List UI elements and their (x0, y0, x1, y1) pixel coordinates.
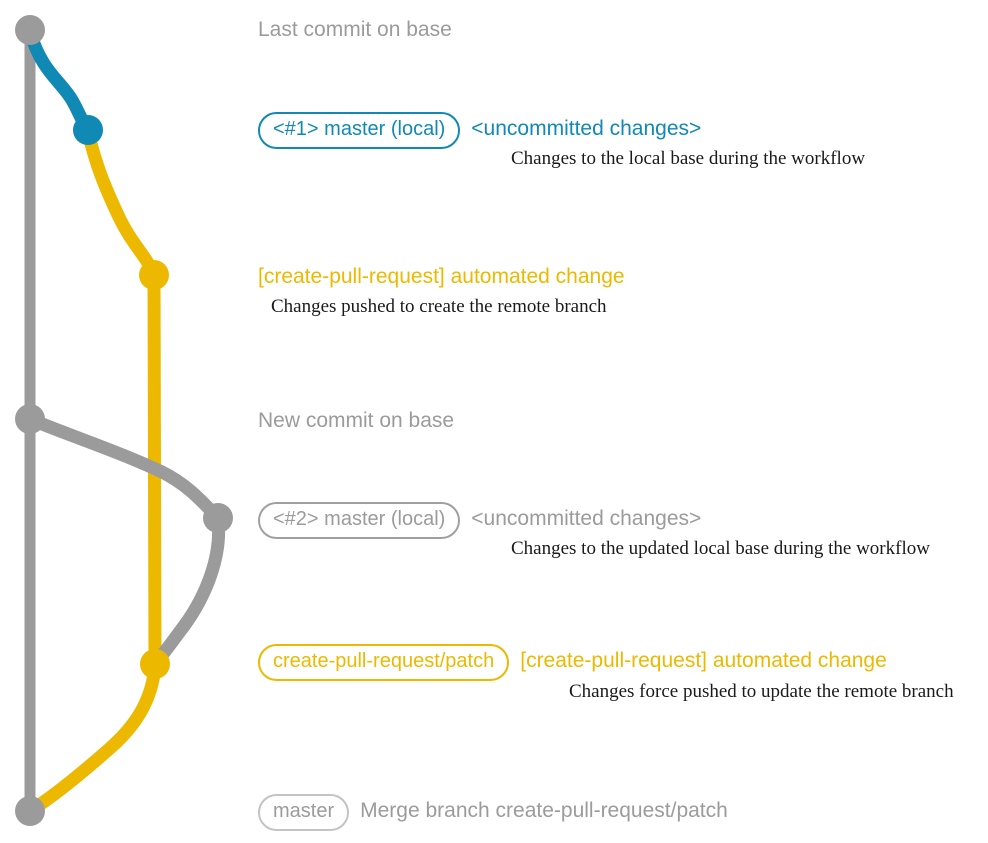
commit-headline-base-new: New commit on base (258, 409, 455, 432)
commit-row-merge: master Merge branch create-pull-request/… (258, 794, 728, 831)
commit-row-local-1: <#1> master (local) <uncommitted changes… (258, 112, 701, 149)
commit-row-automated-change-1: [create-pull-request] automated change (258, 264, 625, 289)
commit-node-base-new[interactable] (15, 404, 45, 434)
commit-node-base-last[interactable] (15, 15, 45, 45)
branch-line-yellow-merge (23, 659, 162, 818)
commit-node-local-1[interactable] (73, 115, 103, 145)
commit-row-local-2: <#2> master (local) <uncommitted changes… (258, 502, 701, 539)
branch-label-create-pull-request-patch[interactable]: create-pull-request/patch (258, 644, 510, 681)
commit-node-automated-change-2[interactable] (140, 649, 170, 679)
commit-subtext-automated-change-1: Changes pushed to create the remote bran… (271, 296, 607, 317)
commit-node-automated-change-1[interactable] (139, 260, 169, 290)
branch-label-master[interactable]: master (258, 794, 350, 831)
commit-headline-local-2: <uncommitted changes> (471, 507, 702, 530)
commit-row-automated-change-2: create-pull-request/patch [create-pull-r… (258, 644, 887, 681)
branch-line-blue-local-1 (23, 25, 95, 137)
branch-label-local-1[interactable]: <#1> master (local) (258, 112, 461, 149)
commit-headline-automated-change-2: [create-pull-request] automated change (520, 649, 887, 672)
commit-node-merge[interactable] (15, 796, 45, 826)
branch-line-gray-to-local-2 (23, 412, 225, 525)
commit-headline-merge: Merge branch create-pull-request/patch (360, 799, 728, 822)
commit-subtext-local-1: Changes to the local base during the wor… (511, 148, 866, 169)
branch-label-local-2[interactable]: <#2> master (local) (258, 502, 461, 539)
commit-subtext-local-2: Changes to the updated local base during… (511, 538, 930, 559)
commit-headline-automated-change-1: [create-pull-request] automated change (258, 265, 625, 288)
branch-line-yellow-to-change-1 (81, 125, 161, 282)
commit-headline-local-1: <uncommitted changes> (471, 117, 702, 140)
commit-row-base-new: New commit on base (258, 408, 454, 433)
branch-line-gray-to-change-2 (148, 513, 226, 671)
commit-headline-base-last: Last commit on base (258, 18, 452, 41)
commit-node-local-2[interactable] (203, 503, 233, 533)
commit-subtext-automated-change-2: Changes force pushed to update the remot… (569, 681, 954, 702)
commit-row-base-last: Last commit on base (258, 17, 452, 42)
